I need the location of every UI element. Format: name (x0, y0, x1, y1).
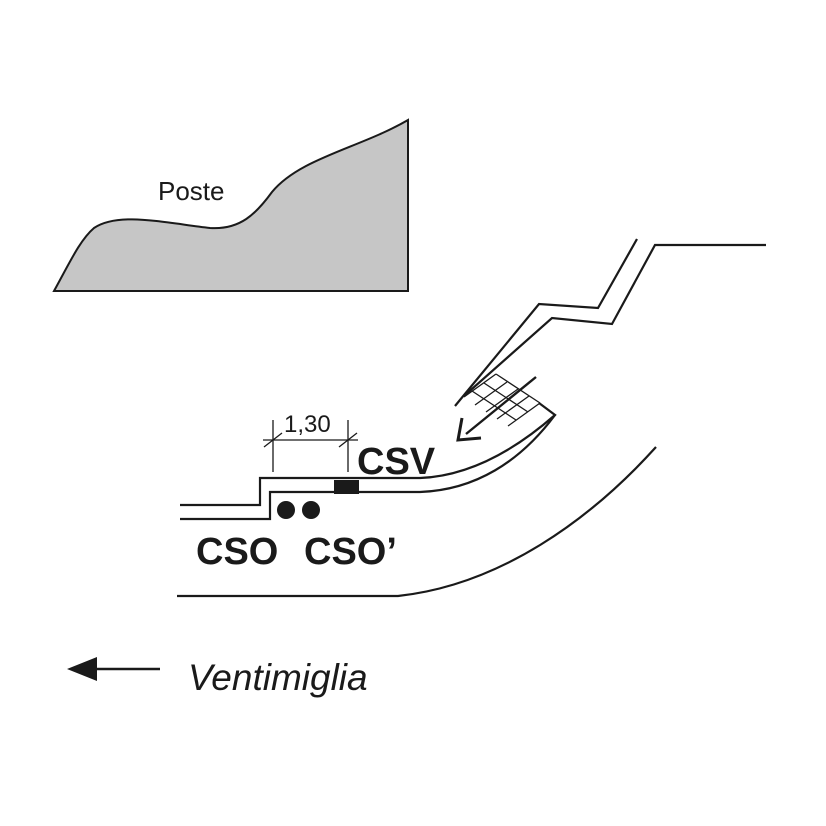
descend-arrow (456, 376, 537, 442)
stair-path-inner-line (454, 238, 638, 407)
cso-label: CSO (196, 531, 278, 573)
csv-label: CSV (357, 441, 436, 483)
csv-signal-marker (334, 480, 359, 494)
poste-label: Poste (158, 176, 225, 206)
cso-signal-dot (277, 501, 295, 519)
track-lower-line (177, 446, 657, 598)
stair-path-outer-line (463, 243, 766, 397)
dimension-label: 1,30 (284, 411, 331, 438)
stair-treads (463, 373, 541, 427)
cso-prime-label: CSO’ (304, 531, 397, 573)
cso-prime-signal-dot (302, 501, 320, 519)
direction-arrow-left (67, 657, 160, 681)
platform-edge-outer-line (180, 402, 557, 507)
poste-building-shape (52, 118, 409, 292)
platform-edge-inner-line (180, 414, 556, 521)
dimension-marker (263, 420, 358, 472)
direction-label: Ventimiglia (188, 657, 368, 698)
